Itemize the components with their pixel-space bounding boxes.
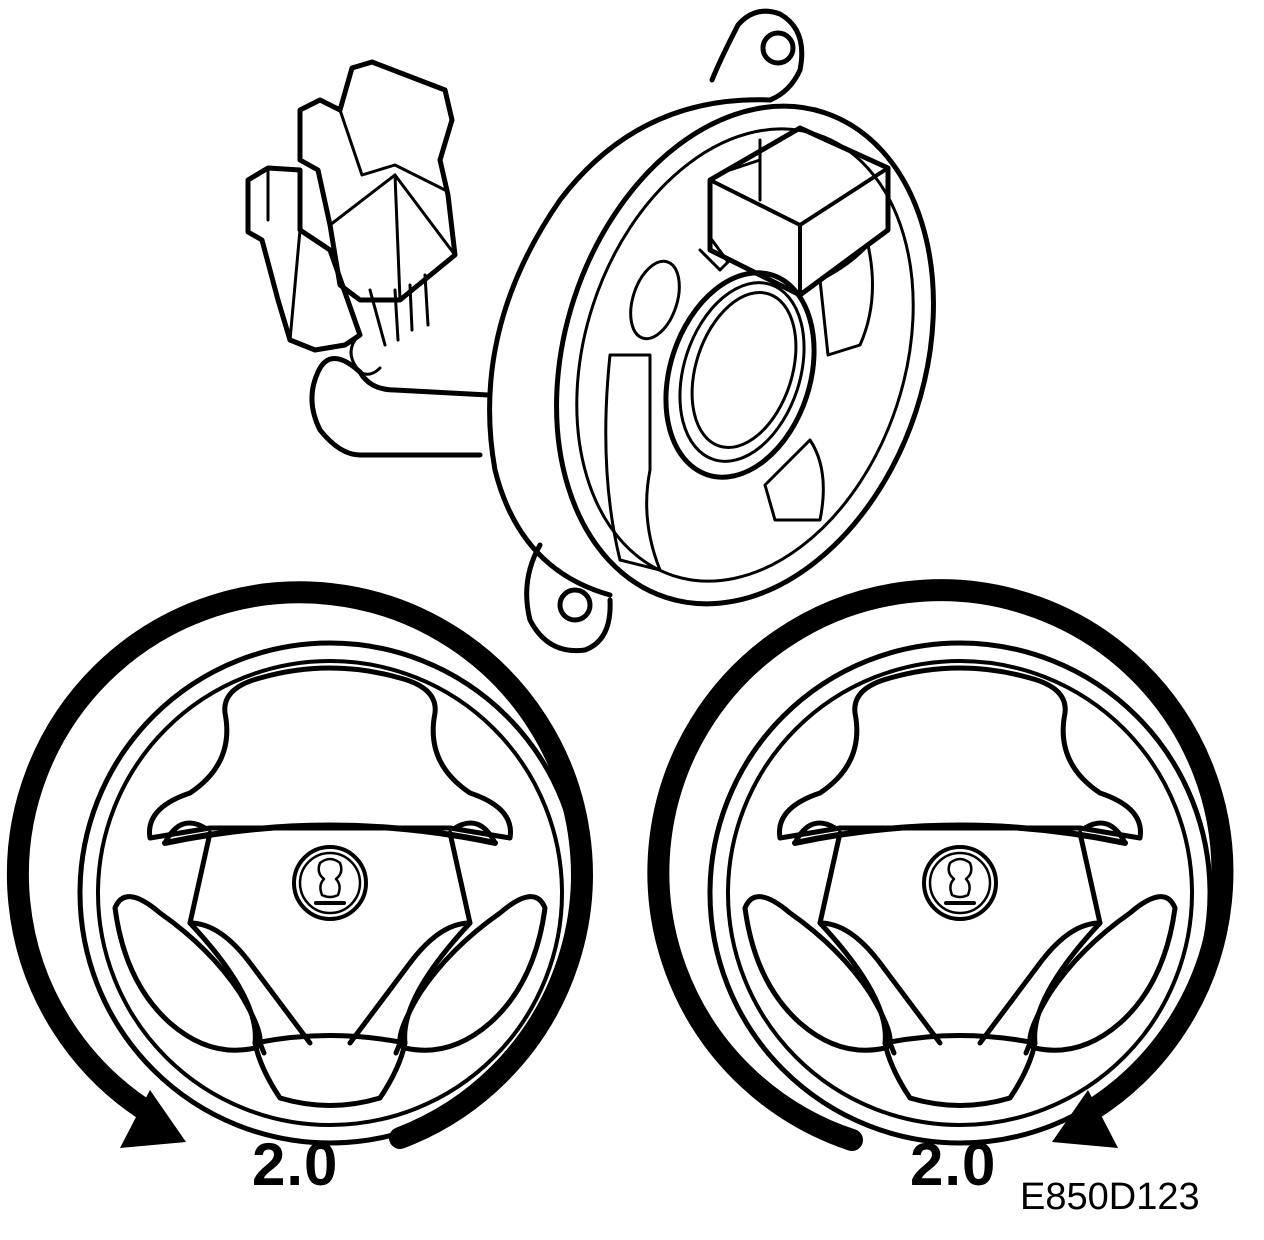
counterclockwise-arrow-icon	[6, 581, 593, 1149]
harness-connector	[245, 59, 491, 458]
figure-code: E850D123	[1020, 1176, 1200, 1218]
clockwise-arrow-icon	[647, 579, 1234, 1151]
turns-label-right: 2.0	[910, 1131, 997, 1198]
turns-label-left: 2.0	[252, 1131, 339, 1198]
clock-spring-cassette	[487, 8, 936, 654]
